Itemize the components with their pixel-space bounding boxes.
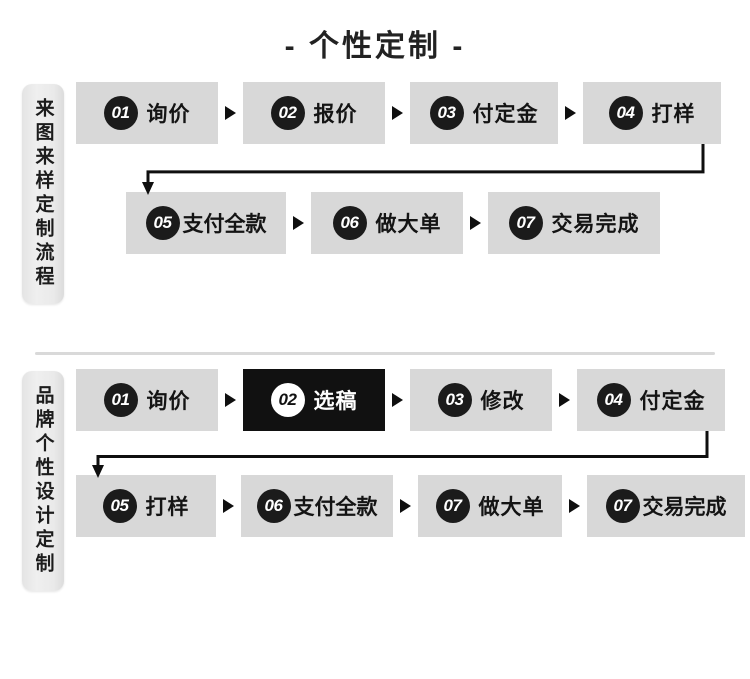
step-arrow-triangle-right-icon (225, 393, 236, 407)
flow-step-02[interactable]: 02 选稿 (243, 369, 385, 431)
flow-row-top: 01 询价 02 选稿 03 修改 04 付定金 (64, 369, 750, 431)
step-arrow-triangle-right-icon (559, 393, 570, 407)
flow-step-01[interactable]: 01 询价 (76, 369, 218, 431)
step-label: 选稿 (313, 390, 358, 413)
step-number-badge: 02 (270, 383, 305, 417)
step-number-badge: 07 (435, 489, 470, 523)
flow-step-04[interactable]: 04 打样 (583, 82, 721, 144)
step-arrow-triangle-right-icon (223, 499, 234, 513)
flow-step-03[interactable]: 03 修改 (410, 369, 552, 431)
step-number-badge: 04 (608, 96, 643, 130)
step-number-badge: 05 (102, 489, 137, 523)
step-number-badge: 01 (103, 96, 138, 130)
flow-step-05[interactable]: 05 打样 (76, 475, 216, 537)
step-arrow-triangle-right-icon (565, 106, 576, 120)
step-number-badge: 02 (270, 96, 305, 130)
flow-step-01[interactable]: 01 询价 (76, 82, 218, 144)
step-label: 做大单 (375, 213, 442, 236)
page-title: - 个性定制 - (284, 30, 466, 63)
section-side-label-text: 品牌个性设计定制 (32, 385, 54, 577)
step-label: 询价 (146, 103, 191, 126)
step-label: 付定金 (639, 390, 706, 413)
section-divider (35, 352, 715, 355)
step-arrow-triangle-right-icon (569, 499, 580, 513)
flow-step-03[interactable]: 03 付定金 (410, 82, 558, 144)
step-number-badge: 01 (103, 383, 138, 417)
step-label: 做大单 (478, 496, 545, 519)
section-side-label-text: 来图来样定制流程 (32, 98, 54, 290)
step-label: 支付全款 (293, 496, 378, 519)
flow-step-06[interactable]: 06 做大单 (311, 192, 463, 254)
flow-step-02[interactable]: 02 报价 (243, 82, 385, 144)
step-number-badge: 04 (596, 383, 631, 417)
row-spacer (64, 144, 750, 192)
flow-step-07[interactable]: 07 做大单 (418, 475, 562, 537)
step-arrow-triangle-right-icon (392, 106, 403, 120)
step-number-badge: 07 (508, 206, 543, 240)
flow-step-07[interactable]: 07 交易完成 (488, 192, 660, 254)
step-label: 支付全款 (182, 213, 267, 236)
step-arrow-triangle-right-icon (400, 499, 411, 513)
step-arrow-triangle-right-icon (225, 106, 236, 120)
step-number-badge: 05 (145, 206, 180, 240)
section-side-label-chip: 品牌个性设计定制 (22, 371, 64, 591)
step-label: 打样 (145, 496, 190, 519)
row-spacer (64, 431, 750, 475)
step-number-badge: 03 (429, 96, 464, 130)
step-arrow-triangle-right-icon (470, 216, 481, 230)
step-label: 付定金 (472, 103, 539, 126)
section-side-label-chip: 来图来样定制流程 (22, 84, 64, 304)
step-number-badge: 07 (605, 489, 640, 523)
step-label: 打样 (651, 103, 696, 126)
step-number-badge: 03 (437, 383, 472, 417)
step-arrow-triangle-right-icon (293, 216, 304, 230)
flow-step-04[interactable]: 04 付定金 (577, 369, 725, 431)
step-label: 询价 (146, 390, 191, 413)
step-label: 交易完成 (642, 496, 727, 519)
step-number-badge: 06 (256, 489, 291, 523)
flow-row-top: 01 询价 02 报价 03 付定金 04 打样 (64, 82, 750, 144)
step-arrow-triangle-right-icon (392, 393, 403, 407)
step-label: 修改 (480, 390, 525, 413)
step-label: 报价 (313, 103, 358, 126)
step-label: 交易完成 (551, 213, 640, 236)
step-number-badge: 06 (332, 206, 367, 240)
